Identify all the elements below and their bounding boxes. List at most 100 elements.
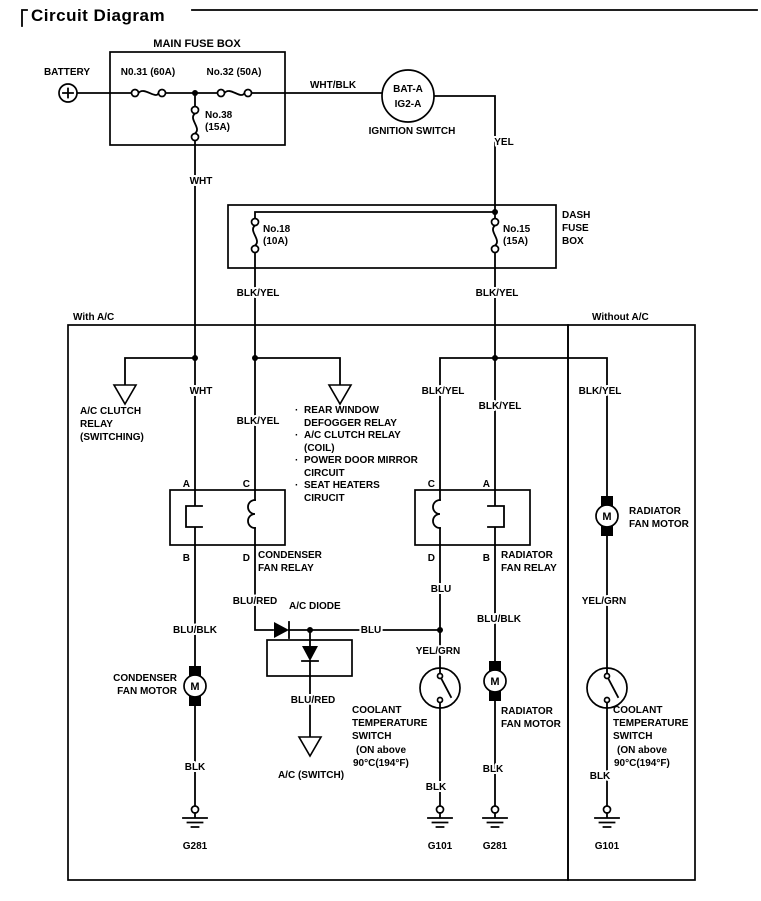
dash-fuse-box-label: BOX xyxy=(562,236,584,247)
relay-terminal-d: D xyxy=(243,553,250,564)
page-title: Circuit Diagram xyxy=(31,6,165,25)
ac-diode: A/C DIODE xyxy=(266,601,353,677)
junction-dot xyxy=(307,627,313,633)
note-item: SEAT HEATERS xyxy=(304,480,380,491)
coolant-temp-switch-noac: COOLANT TEMPERATURE SWITCH (ON above 90°… xyxy=(586,667,689,769)
diode-icon xyxy=(302,646,318,661)
relay-coil-icon xyxy=(247,499,256,529)
ac-switch-connector: A/C (SWITCH) xyxy=(278,736,344,781)
wire-label-blk: BLK xyxy=(185,762,206,773)
junction-dot xyxy=(252,355,258,361)
note-item: CIRCUIT xyxy=(304,468,345,479)
fuse-terminal xyxy=(157,88,167,98)
wire-label-blu-blk: BLU/BLK xyxy=(173,625,218,636)
radiator-fan-motor-label: FAN MOTOR xyxy=(629,519,690,530)
condenser-fan-motor-label: CONDENSER xyxy=(113,673,178,684)
junction-dot xyxy=(492,209,498,215)
ignition-terminal-bat-a: BAT-A xyxy=(393,84,423,95)
ground-icon xyxy=(482,812,508,828)
ground-label: G101 xyxy=(595,841,620,852)
note-bullet: · xyxy=(295,430,298,441)
condenser-fan-relay-label: CONDENSER xyxy=(258,550,323,561)
ground-icon xyxy=(594,812,620,828)
wire-label-blk-yel: BLK/YEL xyxy=(479,401,522,412)
note-item: CIRUCIT xyxy=(304,493,345,504)
ground-icon xyxy=(182,812,208,828)
wire-label-blk: BLK xyxy=(590,771,611,782)
motor-icon xyxy=(483,669,507,693)
battery-plus-icon xyxy=(62,87,74,99)
ignition-switch-icon xyxy=(381,69,435,123)
relay-terminal-a: A xyxy=(483,479,490,490)
relay-outline xyxy=(414,489,531,546)
motor-terminal-block xyxy=(489,691,501,701)
radiator-fan-motor-ac: M RADIATOR FAN MOTOR xyxy=(483,661,562,730)
fuse-32-label: No.32 (50A) xyxy=(206,67,261,78)
relay-terminal-d: D xyxy=(428,553,435,564)
switch-arm xyxy=(439,667,453,709)
wire-label-wht-blk: WHT/BLK xyxy=(310,80,357,91)
fuse-15-rating: (15A) xyxy=(503,236,528,247)
radiator-fan-motor-label: FAN MOTOR xyxy=(501,719,562,730)
fuse-terminal xyxy=(243,88,253,98)
note-bullet: · xyxy=(295,455,298,466)
coolant-temp-switch-label: SWITCH xyxy=(613,731,652,742)
wire-label-blu: BLU xyxy=(431,584,452,595)
ground-icon xyxy=(427,812,453,828)
fuse-15-label: No.15 xyxy=(503,224,531,235)
fuse-terminal xyxy=(490,217,500,227)
fuse-terminal xyxy=(190,132,200,142)
wire-label-wht: WHT xyxy=(190,386,213,397)
wire-label-wht: WHT xyxy=(190,176,213,187)
main-fuse-box: MAIN FUSE BOX N0.31 (60A) No.32 (50A) No… xyxy=(109,38,286,146)
relay-terminal-b: B xyxy=(483,553,490,564)
radiator-fan-motor-label: RADIATOR xyxy=(629,506,682,517)
condenser-fan-motor-label: FAN MOTOR xyxy=(117,686,178,697)
relay-terminal-a: A xyxy=(183,479,190,490)
coolant-temp-switch-label: 90°C(194°F) xyxy=(614,758,670,769)
wire-label-yel-grn: YEL/GRN xyxy=(582,596,626,607)
fuse-terminal xyxy=(190,105,200,115)
junction-dot xyxy=(192,355,198,361)
condenser-fan-relay: A C B D CONDENSER FAN RELAY xyxy=(169,479,323,574)
config-sections: With A/C Without A/C xyxy=(67,312,696,881)
branch-connector-note: · REAR WINDOW DEFOGGER RELAY · A/C CLUTC… xyxy=(295,384,419,504)
radiator-fan-relay-label: RADIATOR xyxy=(501,550,554,561)
wire-lines xyxy=(76,92,608,807)
relay-terminal-b: B xyxy=(183,553,190,564)
wire-label-blk-yel: BLK/YEL xyxy=(579,386,622,397)
wire-labels: WHT/BLK YEL WHT BLK/YEL BLK/YEL WHT BLK/… xyxy=(171,78,628,795)
wire-label-blk-yel: BLK/YEL xyxy=(237,416,280,427)
ac-switch-label: A/C (SWITCH) xyxy=(278,770,344,781)
coolant-temp-switch-label: TEMPERATURE xyxy=(613,718,689,729)
switch-terminal xyxy=(436,672,444,680)
wire-label-blu-red: BLU/RED xyxy=(291,695,335,706)
coolant-temp-switch-label: SWITCH xyxy=(352,731,391,742)
without-ac-box xyxy=(567,324,696,881)
fuse-terminal xyxy=(130,88,140,98)
fuse-38-rating: (15A) xyxy=(205,122,230,133)
relay-terminal-c: C xyxy=(243,479,250,490)
fuse-terminal xyxy=(490,244,500,254)
switch-terminal xyxy=(603,696,611,704)
ground-terminal xyxy=(602,805,612,814)
motor-terminal-block xyxy=(189,696,201,706)
junction-dot xyxy=(192,90,198,96)
dash-fuse-box-label: FUSE xyxy=(562,223,589,234)
connector-arrow-icon xyxy=(112,384,138,406)
fuse-38-label: No.38 xyxy=(205,110,233,121)
switch-arm xyxy=(606,667,620,709)
motor-symbol: M xyxy=(490,676,499,688)
main-fuse-box-label: MAIN FUSE BOX xyxy=(153,38,241,50)
fuse-31-label: N0.31 (60A) xyxy=(121,67,175,78)
main-fuse-box-outline xyxy=(109,51,286,146)
motor-symbol: M xyxy=(602,511,611,523)
ac-clutch-relay-label: (SWITCHING) xyxy=(80,432,144,443)
note-item: (COIL) xyxy=(304,443,335,454)
wire-label-blu-red: BLU/RED xyxy=(233,596,277,607)
ac-clutch-relay-connector: A/C CLUTCH RELAY (SWITCHING) xyxy=(80,384,144,443)
motor-terminal-block xyxy=(189,666,201,676)
ground-terminal xyxy=(190,805,200,814)
ac-clutch-relay-label: RELAY xyxy=(80,419,113,430)
